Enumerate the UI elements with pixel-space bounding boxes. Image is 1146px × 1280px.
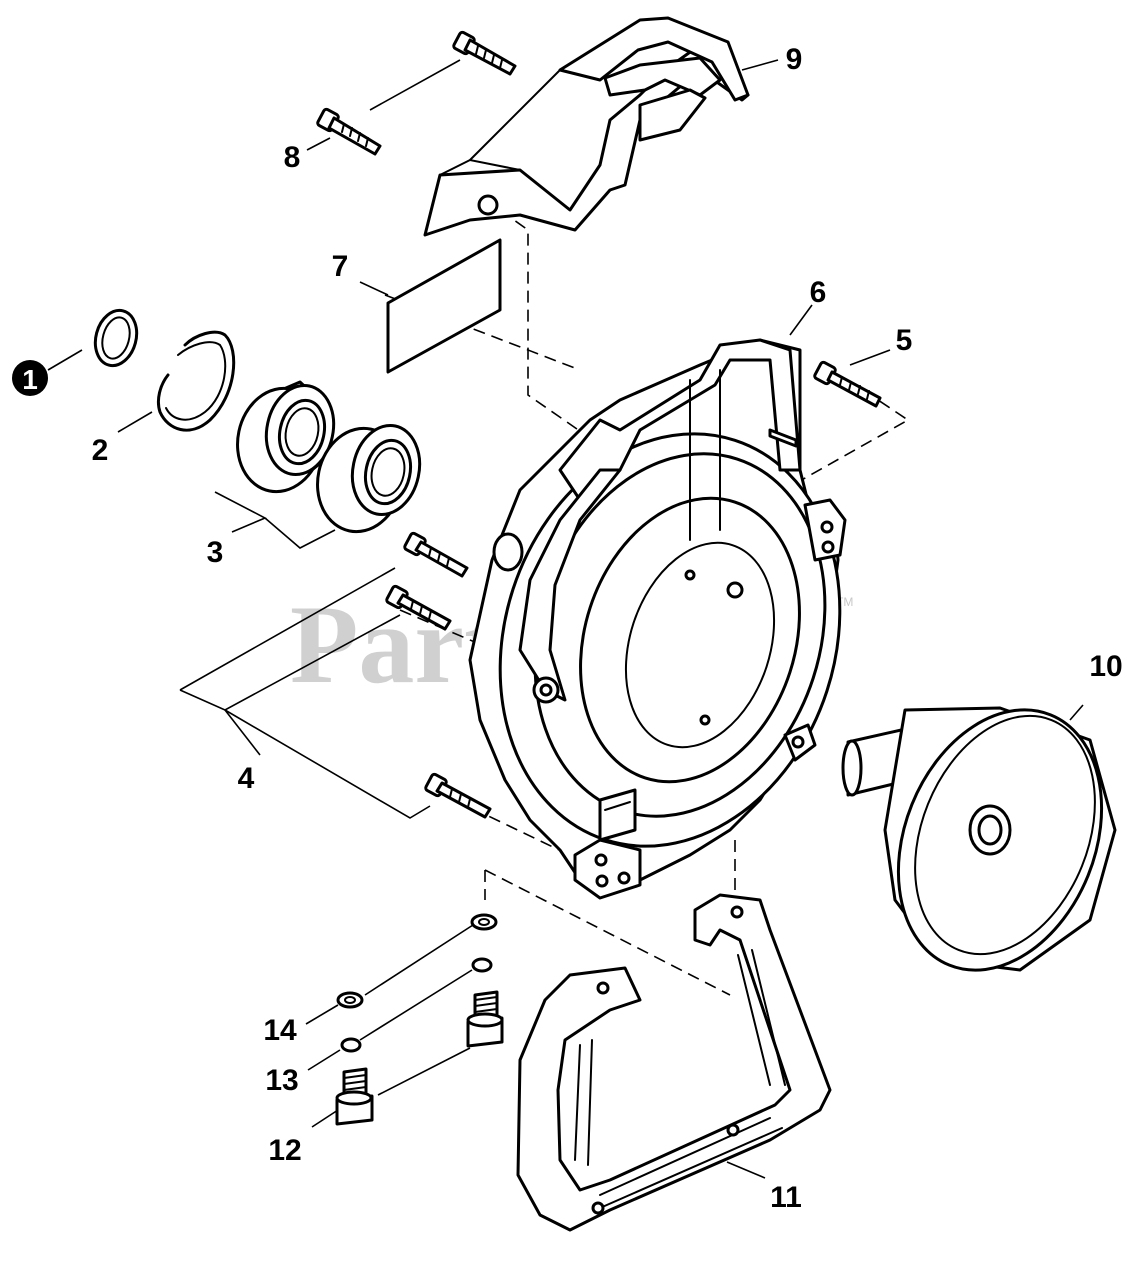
callout-10[interactable]: 10 xyxy=(1089,650,1122,683)
callout-1-label: 1 xyxy=(22,364,38,395)
handle-part-11[interactable] xyxy=(516,893,832,1232)
bolt-part-8b[interactable] xyxy=(316,107,382,156)
callout-11[interactable]: 11 xyxy=(770,1181,802,1214)
clutch-housing-part-6[interactable] xyxy=(448,338,892,900)
callout-1[interactable]: 1 xyxy=(12,360,48,396)
guard-part-9[interactable] xyxy=(423,16,750,237)
callout-4[interactable]: 4 xyxy=(238,762,255,795)
retaining-ring-part-2[interactable] xyxy=(156,330,236,432)
callout-12[interactable]: 12 xyxy=(268,1134,301,1167)
bolt-part-4a[interactable] xyxy=(403,531,469,578)
label-part-7[interactable] xyxy=(386,238,502,374)
ball-bearing-part-3a[interactable] xyxy=(228,379,342,499)
callout-3[interactable]: 3 xyxy=(207,536,224,569)
callout-7[interactable]: 7 xyxy=(332,250,349,283)
callout-13[interactable]: 13 xyxy=(265,1064,298,1097)
screw-part-12a[interactable] xyxy=(466,990,504,1048)
spring-washer-part-13a[interactable] xyxy=(471,957,493,973)
bolt-part-5[interactable] xyxy=(813,360,882,408)
leader-lines xyxy=(47,59,1084,1179)
callout-2[interactable]: 2 xyxy=(92,434,109,467)
bolt-part-4b[interactable] xyxy=(385,584,452,631)
callout-5[interactable]: 5 xyxy=(896,324,913,357)
ball-bearing-part-3b[interactable] xyxy=(308,419,428,539)
spring-washer-part-13b[interactable] xyxy=(340,1037,362,1053)
screw-part-12b[interactable] xyxy=(335,1067,374,1126)
bolt-part-4c[interactable] xyxy=(424,772,492,819)
washer-part-14a[interactable] xyxy=(470,913,498,931)
callout-14[interactable]: 14 xyxy=(263,1014,297,1047)
snap-ring-part-1[interactable] xyxy=(89,306,142,370)
bolt-part-8a[interactable] xyxy=(452,30,517,76)
callout-8[interactable]: 8 xyxy=(284,141,301,174)
washer-part-14b[interactable] xyxy=(336,991,364,1009)
clutch-drum-part-10[interactable] xyxy=(841,679,1139,1001)
callout-9[interactable]: 9 xyxy=(786,43,803,76)
callout-1-badge xyxy=(12,360,48,396)
callout-6[interactable]: 6 xyxy=(810,276,827,309)
